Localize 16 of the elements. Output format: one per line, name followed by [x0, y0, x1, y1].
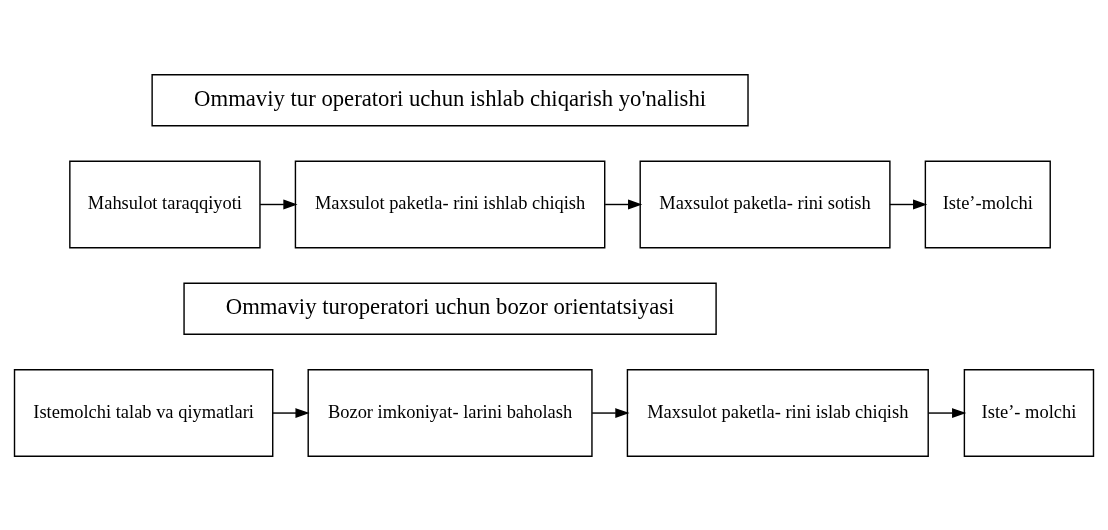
- node-box: Maxsulot paketla- rini ishlab chiqish: [294, 160, 606, 248]
- node-box: Istemolchi talab va qiymatlari: [13, 368, 274, 457]
- arrow: [591, 407, 630, 418]
- arrow: [927, 407, 967, 418]
- arrow: [259, 199, 298, 209]
- arrow: [889, 199, 928, 209]
- node-box: Maxsulot paketla- rini islab chiqish: [626, 368, 929, 457]
- arrow: [604, 199, 643, 209]
- node-box: Mahsulot taraqqiyoti: [69, 160, 261, 248]
- node-box: Iste’- molchi: [963, 368, 1095, 457]
- node-box: Bozor imkoniyat- larini baholash: [307, 368, 593, 457]
- arrow: [272, 407, 310, 418]
- node-box: Ommaviy turoperatori uchun bozor orientatsiyasi: [183, 282, 717, 335]
- node-box: Ommaviy tur operatori uchun ishlab chiqarish yo'nalishi: [151, 73, 749, 126]
- node-box: Maxsulot paketla- rini sotish: [639, 160, 891, 248]
- node-box: Iste’-molchi: [924, 160, 1051, 248]
